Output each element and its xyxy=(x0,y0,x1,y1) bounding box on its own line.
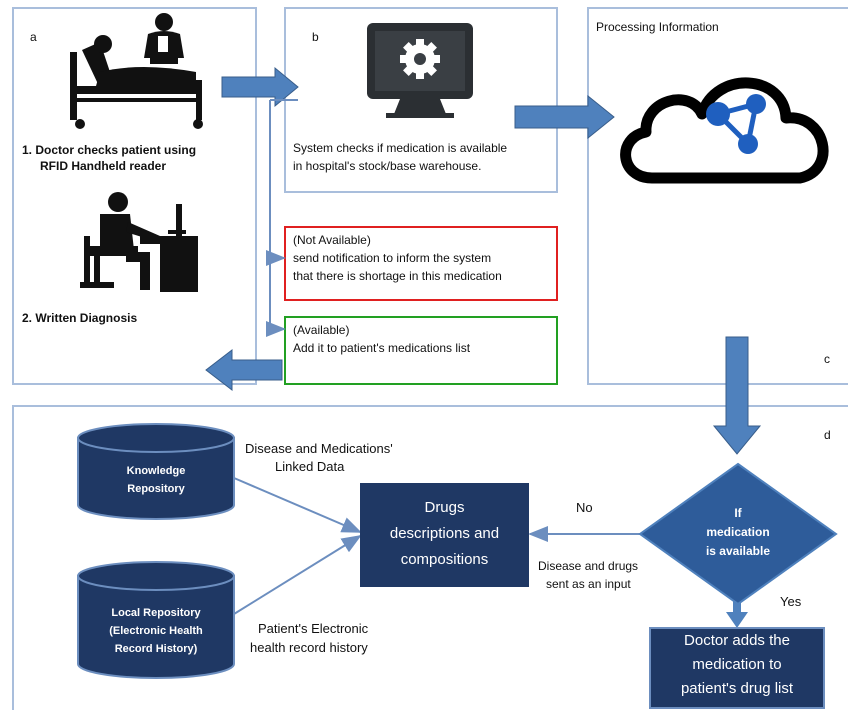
step1-line2: RFID Handheld reader xyxy=(40,159,167,173)
panel-b-line1: System checks if medication is available xyxy=(293,141,508,155)
arrow-diamond-to-doctor xyxy=(726,596,748,628)
input-label-line2: sent as an input xyxy=(546,577,631,591)
arrow-c-to-d xyxy=(712,336,762,455)
not-available-box xyxy=(284,226,558,301)
panel-c xyxy=(587,7,848,385)
connector-lines xyxy=(266,99,298,337)
linked-data-label-line2: Linked Data xyxy=(275,459,345,474)
drugs-box xyxy=(360,483,529,587)
doctor-adds-box xyxy=(649,627,825,709)
drugs-box-line3: compositions xyxy=(400,551,489,568)
knowledge-repo-line2: Repository xyxy=(127,483,185,495)
ehr-label-line1: Patient's Electronic xyxy=(258,621,369,636)
diamond-line1: If xyxy=(734,506,742,520)
knowledge-repository-cylinder xyxy=(77,423,235,520)
doctor-box-line3: patient's drug list xyxy=(680,680,794,697)
cloud-network-icon xyxy=(620,77,829,184)
available-box xyxy=(284,316,558,385)
linked-data-label-line1: Disease and Medications' xyxy=(245,441,393,456)
not-available-line2: send notification to inform the system xyxy=(293,251,492,265)
panel-c-letter: c xyxy=(824,352,830,366)
input-label-line1: Disease and drugs xyxy=(538,559,639,573)
doctor-box-line1: Doctor adds the xyxy=(684,632,790,649)
computer-gear-icon xyxy=(367,23,473,118)
no-label: No xyxy=(576,500,593,515)
local-repo-line1: Local Repository xyxy=(111,607,201,619)
medication-available-diamond xyxy=(638,462,838,606)
local-repo-line3: Record History) xyxy=(114,643,198,655)
panel-a-letter: a xyxy=(30,30,37,44)
knowledge-repo-line1: Knowledge xyxy=(126,465,186,477)
local-repository-cylinder xyxy=(77,561,235,679)
available-line2: Add it to patient's medications list xyxy=(293,341,471,355)
ehr-label-line2: health record history xyxy=(250,640,368,655)
step2-label: 2. Written Diagnosis xyxy=(22,311,138,325)
yes-label: Yes xyxy=(780,594,802,609)
doctor-patient-bed-icon xyxy=(70,13,203,129)
person-at-desk-icon xyxy=(80,192,198,292)
step1-line1: 1. Doctor checks patient using xyxy=(22,143,197,157)
panel-b-line2: in hospital's stock/base warehouse. xyxy=(293,159,482,173)
arrow-a-to-b xyxy=(221,66,299,108)
arrow-b-to-c xyxy=(514,94,615,140)
panel-b-letter: b xyxy=(312,30,319,44)
local-repo-line2: (Electronic Health xyxy=(109,625,203,637)
available-line1: (Available) xyxy=(293,323,350,337)
diamond-line3: is available xyxy=(705,544,771,558)
drugs-box-line2: descriptions and xyxy=(389,525,500,542)
doctor-box-line2: medication to xyxy=(692,656,782,673)
not-available-line1: (Not Available) xyxy=(293,233,371,247)
arrow-available-to-a xyxy=(205,348,283,392)
panel-d-letter: d xyxy=(824,428,831,442)
panel-c-title: Processing Information xyxy=(596,20,719,34)
not-available-line3: that there is shortage in this medicatio… xyxy=(293,269,502,283)
diamond-line2: medication xyxy=(706,525,770,539)
drugs-box-line1: Drugs xyxy=(424,499,465,516)
